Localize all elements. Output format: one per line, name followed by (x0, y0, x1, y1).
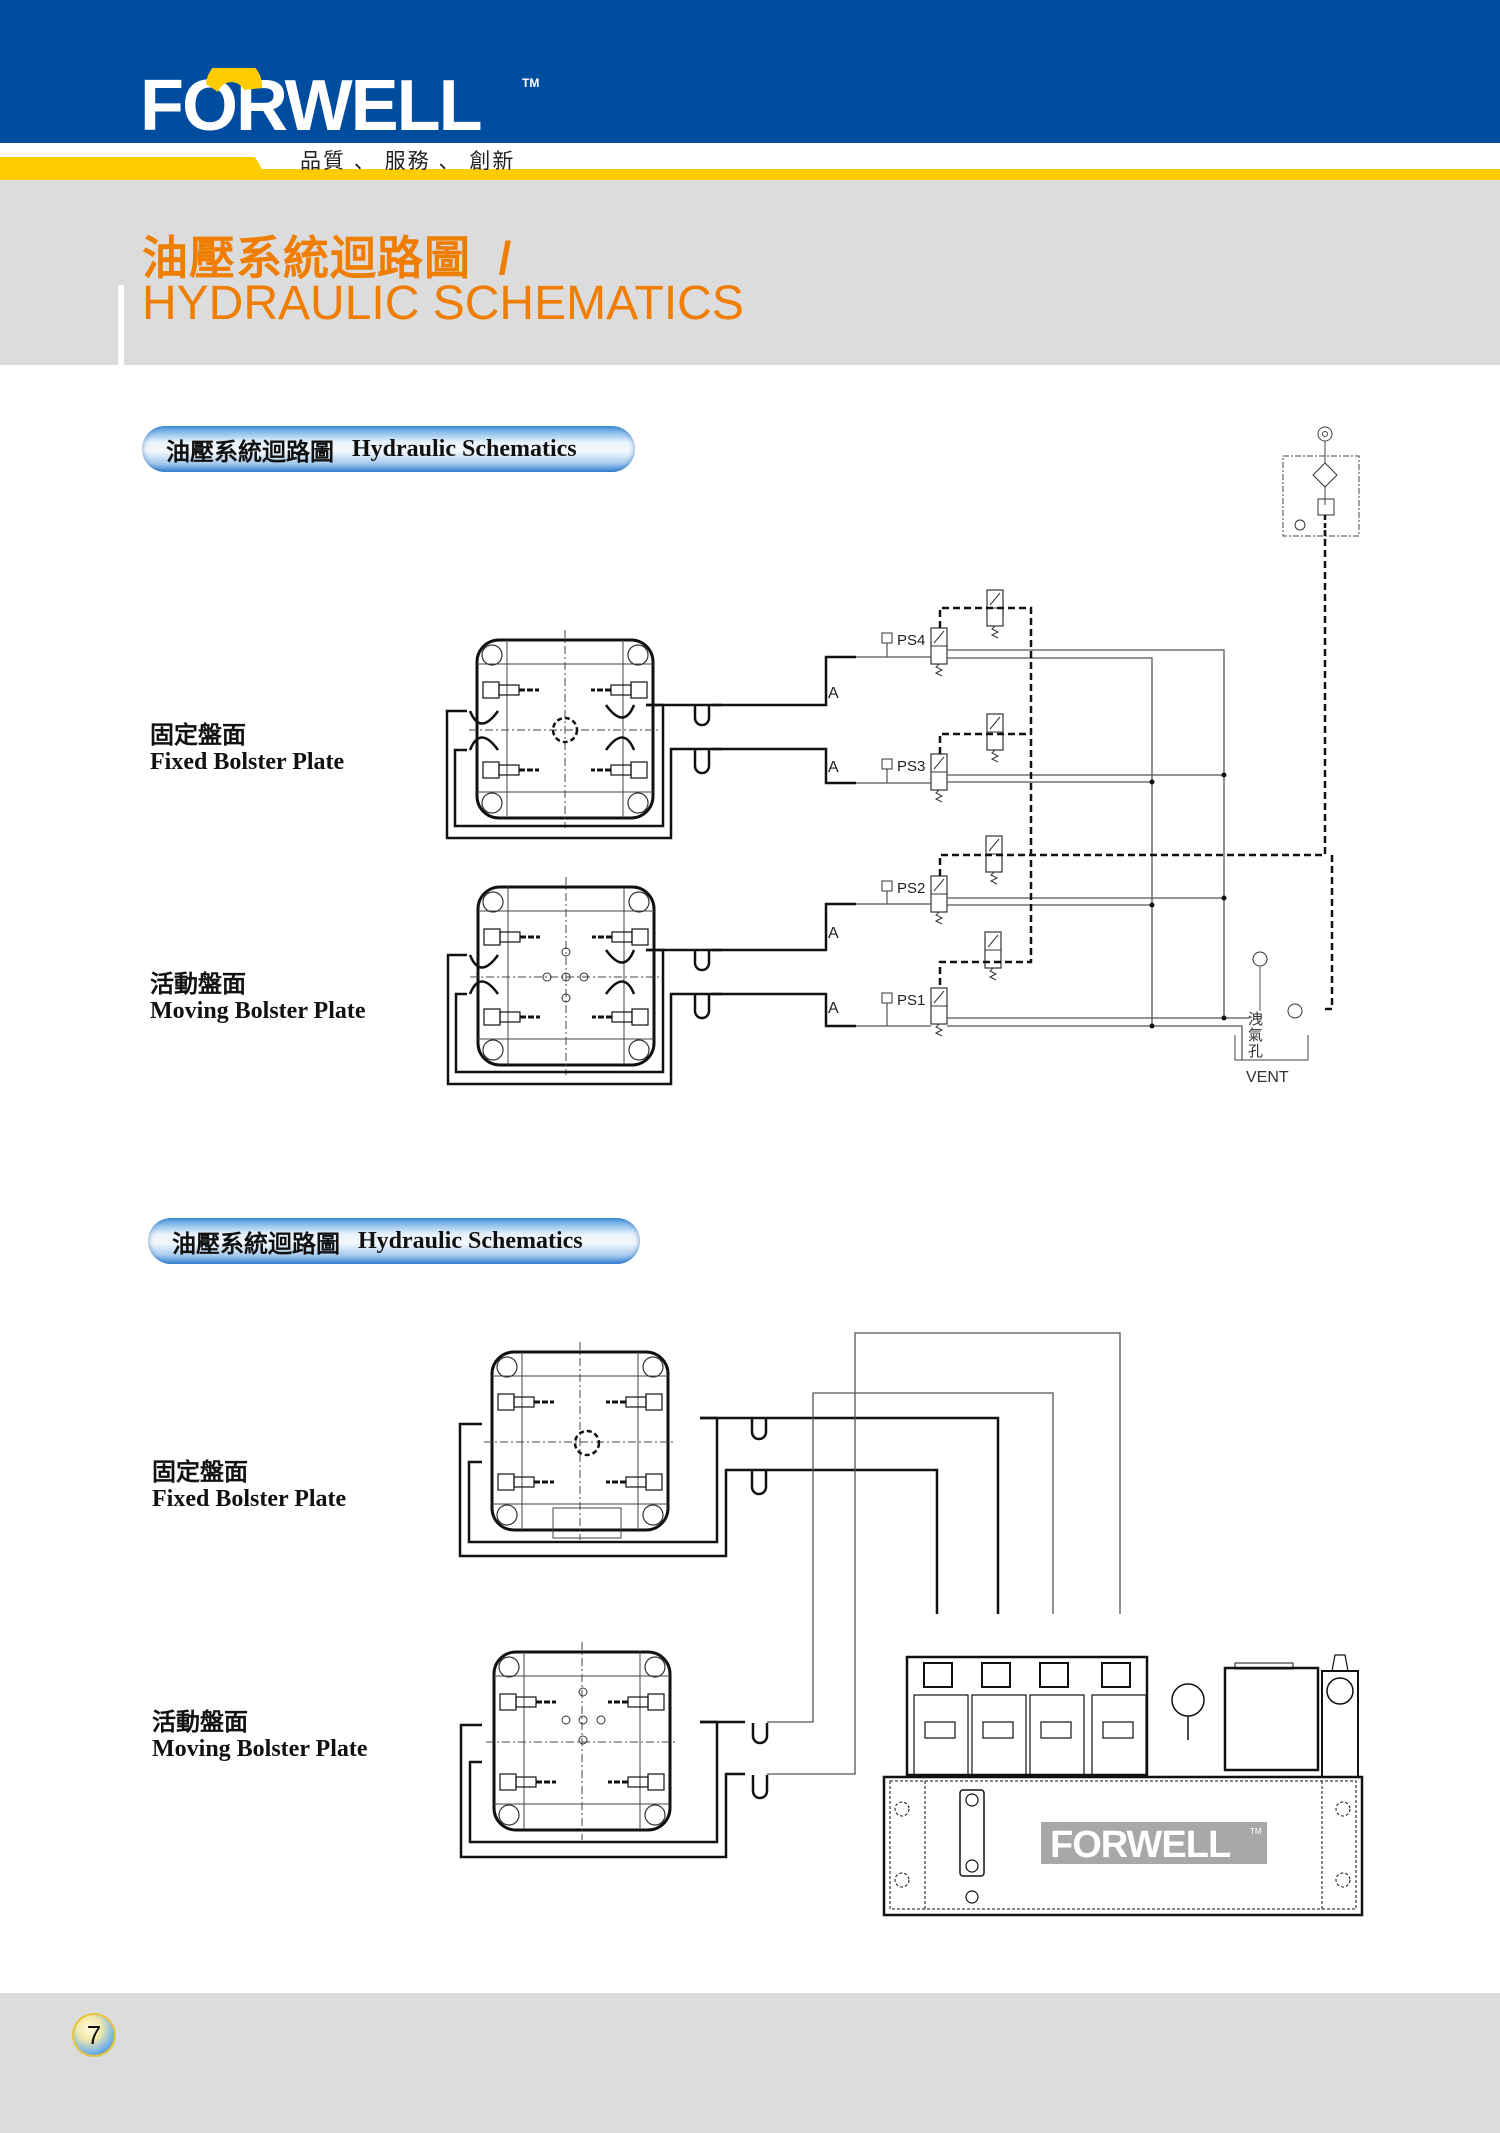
section-1-heading-en: Hydraulic Schematics (352, 435, 577, 462)
valve-ps1: PS1 (881, 987, 948, 1037)
section-1-heading-cn: 油壓系統迴路圖 (166, 438, 334, 466)
fixed-plate-label-cn: 固定盤面 (150, 722, 246, 749)
section-2-heading: 油壓系統迴路圖 Hydraulic Schematics (148, 1218, 640, 1264)
fixed-bolster-plate-2 (482, 1340, 678, 1542)
unit-logo-text: FORWELL (1050, 1824, 1231, 1866)
fixed-plate-piping (445, 655, 856, 840)
logo-swoosh-icon (206, 68, 263, 92)
moving-bolster-plate-2 (484, 1640, 680, 1842)
fixed-bolster-plate (467, 628, 663, 830)
forwell-logo: FORWELL (140, 68, 483, 138)
moving-plate-label-cn: 活動盤面 (150, 971, 246, 998)
line-label-a: A (828, 685, 839, 702)
fixed-plate-label-cn: 固定盤面 (152, 1459, 248, 1486)
section-2-heading-cn: 油壓系統迴路圖 (172, 1230, 340, 1258)
moving-bolster-plate (468, 875, 664, 1077)
page-title-en: HYDRAULIC SCHEMATICS (142, 277, 744, 330)
vent-label: VENT (1246, 1069, 1289, 1086)
vent-cn-char: 氣 (1248, 1027, 1263, 1044)
logo-trademark: TM (522, 76, 540, 90)
ps4-label: PS4 (897, 632, 925, 649)
unit-logo-tm: TM (1250, 1827, 1262, 1836)
logo-text: FORWELL (140, 68, 481, 138)
vent-cn-char: 洩 (1248, 1011, 1263, 1028)
page-number: 7 (86, 2019, 102, 2050)
yellow-stripe (0, 157, 1500, 180)
title-band (0, 180, 1500, 365)
page-title-cn: 油壓系統迴路圖 / (142, 232, 513, 284)
valve-ps2: PS2 (881, 875, 948, 925)
plate-piping-2 (458, 1416, 1000, 1859)
pilot-lines (938, 530, 1334, 1011)
line-label-a: A (828, 1000, 839, 1017)
fixed-plate-label-en: Fixed Bolster Plate (152, 1486, 347, 1512)
title-accent-bar (118, 285, 124, 365)
return-lines-2 (767, 1332, 1121, 1775)
ps2-label: PS2 (897, 880, 925, 897)
unit-logo-plate (1041, 1822, 1267, 1864)
line-label-a: A (828, 759, 839, 776)
junction-dots (1149, 772, 1227, 1029)
valve-ps3: PS3 (881, 753, 948, 803)
vent-cn-char: 孔 (1248, 1043, 1263, 1060)
frl-unit (1282, 426, 1360, 540)
moving-plate-label-en: Moving Bolster Plate (150, 998, 366, 1024)
fixed-plate-label-en: Fixed Bolster Plate (150, 749, 345, 775)
ps3-label: PS3 (897, 758, 925, 775)
section-2-heading-en: Hydraulic Schematics (358, 1227, 583, 1254)
valve-ps4: PS4 (881, 627, 948, 677)
moving-plate-label-en: Moving Bolster Plate (152, 1736, 368, 1762)
footer-band (0, 1993, 1500, 2133)
section-1-heading: 油壓系統迴路圖 Hydraulic Schematics (142, 426, 635, 472)
brand-tagline: 品質 、 服務 、 創新 (300, 150, 516, 173)
moving-plate-piping (446, 902, 856, 1086)
hydraulic-power-unit: FORWELL TM (882, 1654, 1364, 1917)
moving-plate-label-cn: 活動盤面 (152, 1709, 248, 1736)
ps1-label: PS1 (897, 992, 925, 1009)
line-label-a: A (828, 925, 839, 942)
page-number-badge: 7 (72, 2013, 116, 2057)
vent-assembly: 洩 氣 孔 VENT (1234, 951, 1309, 1086)
